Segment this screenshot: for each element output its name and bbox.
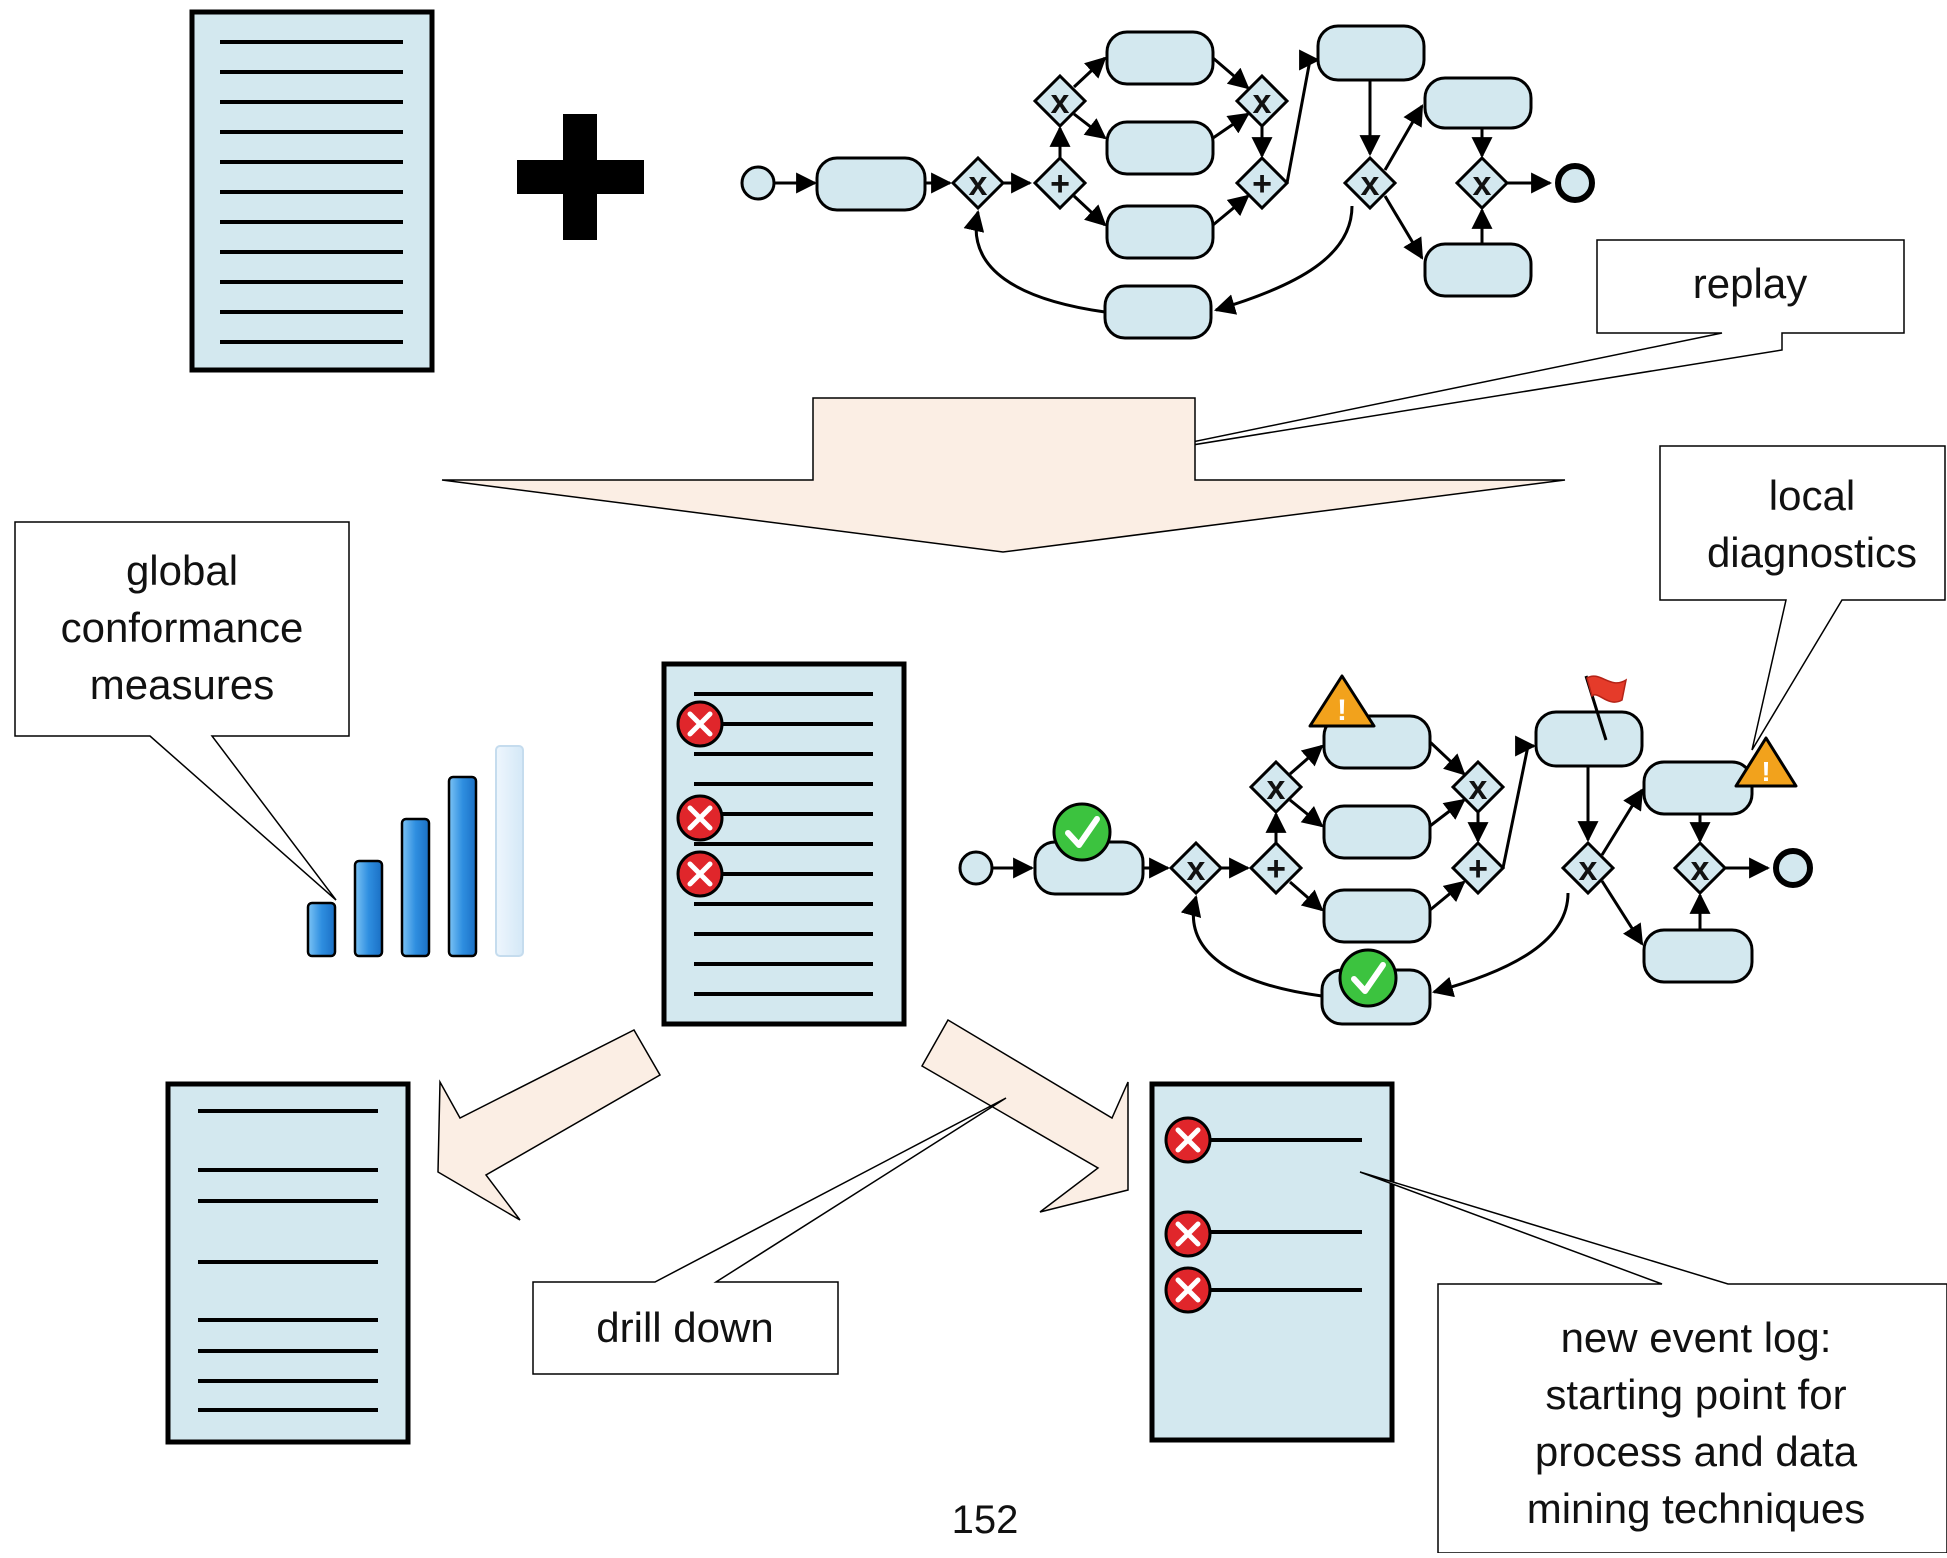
task (1423, 242, 1533, 298)
callout-line: global (126, 547, 238, 594)
conformance-bar-chart (306, 745, 524, 958)
and-icon: + (1252, 165, 1272, 203)
svg-text:!: ! (1337, 694, 1347, 727)
callout-line: diagnostics (1707, 529, 1917, 576)
check-icon (1052, 802, 1112, 862)
start-event (740, 165, 776, 201)
task (1105, 30, 1215, 86)
and-gateway (1450, 840, 1506, 896)
xor-icon: x (1579, 850, 1598, 888)
error-icon (1164, 1266, 1212, 1314)
and-icon: + (1050, 165, 1070, 203)
warning-icon: ! (1734, 736, 1798, 788)
callout-line: starting point for (1545, 1371, 1846, 1418)
error-icon (676, 850, 724, 898)
xor-gateway (1560, 840, 1616, 896)
task (815, 156, 927, 212)
event-log-document-deviating (1149, 1081, 1395, 1443)
gateway-symbols-top: x x x x x + + (969, 83, 1492, 203)
drill-down-arrow-left (437, 1029, 662, 1221)
flag-icon (1584, 675, 1628, 741)
chart-bar (306, 901, 337, 958)
task (1322, 804, 1432, 860)
xor-icon: x (1187, 850, 1206, 888)
callout-line: conformance (61, 604, 304, 651)
callout-replay-text: replay (1693, 260, 1807, 307)
callout-new-log-text: new event log: starting point for process … (1527, 1314, 1866, 1532)
callout-line: drill down (596, 1304, 773, 1351)
end-event (1773, 848, 1813, 888)
and-gateway (1248, 840, 1304, 896)
callout-new-event-log: new event log: starting point for process … (1359, 1171, 1947, 1554)
xor-icon: x (969, 165, 988, 203)
page-number: 152 (952, 1498, 1019, 1542)
plus-sign (517, 114, 644, 240)
xor-gateway (1168, 840, 1224, 896)
task (1534, 710, 1644, 768)
and-icon: + (1266, 850, 1286, 888)
error-icon (1164, 1116, 1212, 1164)
callout-drill-down: drill down (532, 1097, 1007, 1375)
callout-line: new event log: (1561, 1314, 1832, 1361)
event-log-document-middle (661, 661, 907, 1027)
xor-gateway (1342, 155, 1398, 211)
callout-line: measures (90, 661, 274, 708)
task (1642, 928, 1754, 984)
callout-global-conformance: global conformance measures (14, 521, 350, 901)
event-log-document-top (189, 9, 435, 373)
error-icon (1164, 1210, 1212, 1258)
error-icon (676, 700, 724, 748)
callout-line: mining techniques (1527, 1485, 1866, 1532)
warning-icon: ! (1308, 674, 1376, 728)
task (1316, 24, 1426, 82)
chart-bar (400, 817, 431, 958)
task (1105, 204, 1215, 260)
process-model-top (740, 24, 1595, 340)
xor-gateway (950, 155, 1006, 211)
xor-icon: x (1051, 83, 1070, 121)
and-icon: + (1468, 850, 1488, 888)
chart-bar (353, 859, 384, 958)
process-model-diagnostics (958, 710, 1813, 1026)
xor-icon: x (1473, 165, 1492, 203)
xor-icon: x (1361, 165, 1380, 203)
callout-line: process and data (1535, 1428, 1858, 1475)
callout-global-text: global conformance measures (61, 547, 304, 708)
drill-down-arrow-right (920, 1018, 1129, 1213)
gateway-symbols-diagnostics: x x x x x + + (1187, 769, 1710, 888)
task (1642, 760, 1754, 816)
callout-drill-text: drill down (596, 1304, 773, 1351)
end-event (1555, 163, 1595, 203)
event-log-document-conforming (165, 1081, 411, 1445)
task (1423, 76, 1533, 130)
callout-local-text: local diagnostics (1707, 472, 1917, 576)
svg-text:!: ! (1761, 756, 1770, 787)
task (1322, 888, 1432, 944)
check-icon (1338, 948, 1398, 1008)
task (1103, 284, 1213, 340)
chart-bar (495, 745, 524, 957)
xor-icon: x (1469, 769, 1488, 807)
start-event (958, 850, 994, 886)
error-icon (676, 794, 724, 842)
callout-line: local (1769, 472, 1855, 519)
and-gateway (1032, 155, 1088, 211)
chart-bar (447, 775, 478, 958)
xor-icon: x (1691, 850, 1710, 888)
xor-icon: x (1253, 83, 1272, 121)
replay-arrow (441, 397, 1566, 553)
xor-icon: x (1267, 769, 1286, 807)
callout-replay: replay (1123, 239, 1905, 457)
callout-line: replay (1693, 260, 1807, 307)
callout-local-diagnostics: local diagnostics (1659, 445, 1946, 751)
task (1105, 120, 1215, 176)
